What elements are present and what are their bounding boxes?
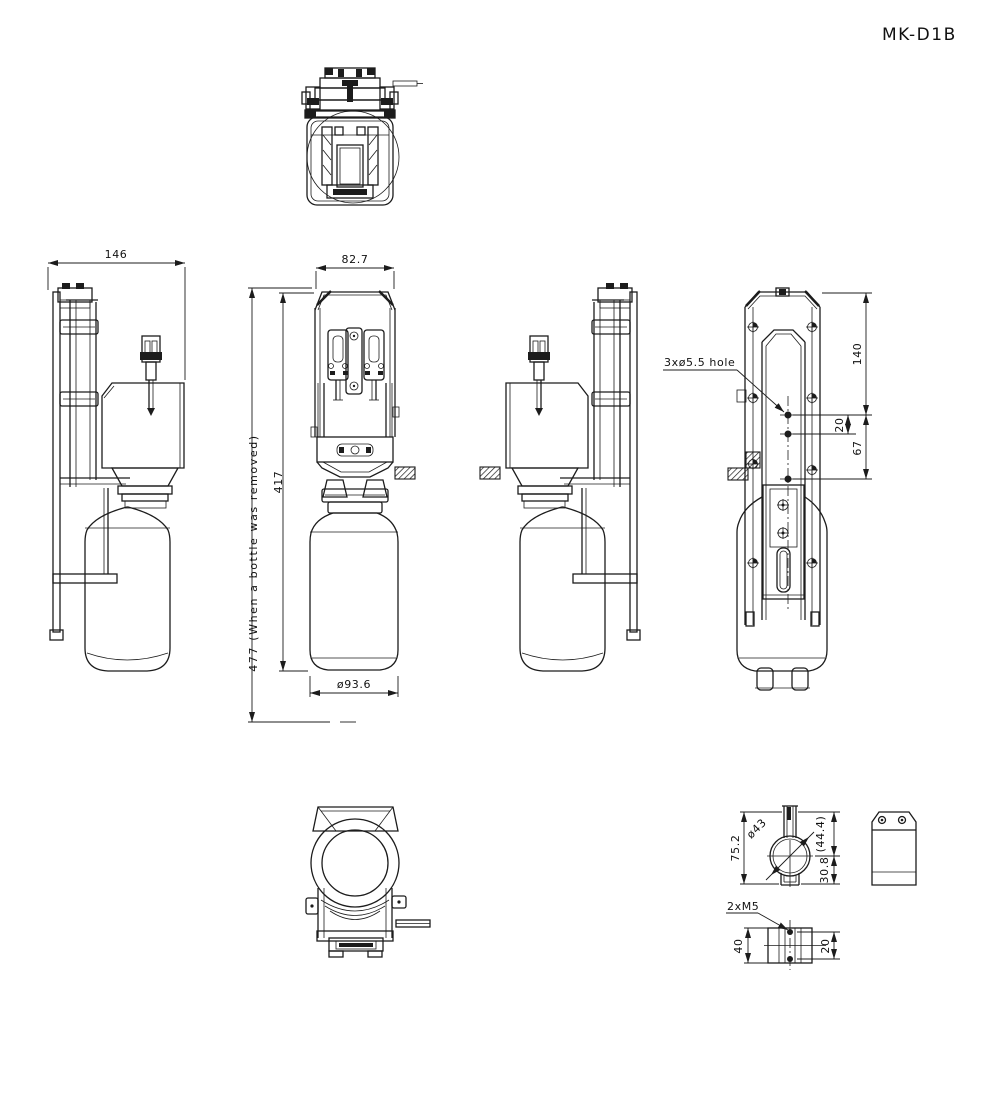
callout-mount-holes: 3xø5.5 hole (663, 356, 785, 413)
dim-back-67-label: 67 (851, 440, 864, 455)
wall-plate (52, 291, 61, 633)
pump-rod (140, 335, 162, 416)
top-view (301, 67, 423, 206)
side-view-right (479, 283, 641, 672)
bottle-front (309, 512, 399, 671)
dim-front-width: 82.7 (315, 253, 395, 289)
top-clamp-knob-left (301, 86, 321, 110)
dim-clamp-lower-offset: 30.8 (818, 856, 837, 884)
dim-side-depth-label: 146 (105, 248, 128, 261)
bracket-slot (776, 547, 791, 593)
back-view: 140 20 67 3xø5.5 hole (663, 287, 872, 691)
lever-back (727, 467, 749, 481)
top-clamp-knob-right (379, 86, 399, 110)
back-bracket (762, 484, 805, 600)
bottle-side-left (84, 506, 171, 672)
top-pin (392, 80, 418, 87)
bottle-back (736, 496, 828, 672)
dim-clamp-lower-offset-label: 30.8 (818, 857, 831, 884)
dim-clamp-thread-pitch-label: 20 (819, 938, 832, 953)
dim-back-20: 20 (833, 415, 851, 434)
dim-back-140-label: 140 (851, 343, 864, 366)
motor-box-right (505, 382, 589, 469)
dim-clamp-thread-pitch: 20 (819, 932, 837, 959)
dim-clamp-block-width-label: 40 (732, 938, 745, 953)
dim-back-67: 67 (851, 415, 869, 479)
callout-thread-label: 2xM5 (727, 900, 759, 913)
dim-clamp-block-width: 40 (732, 928, 751, 963)
lever-side-right (479, 466, 501, 480)
dim-clamp-bore-label: ø43 (744, 816, 769, 841)
clamp-ring-view: ø43 75.2 (44.4) 30.8 (729, 805, 840, 887)
dim-front-overall-height: 477 (When a bottle was removed) (247, 287, 356, 723)
thread-hole-1 (787, 929, 793, 935)
pump-assembly (327, 327, 385, 401)
dim-bottle-diameter: ø93.6 (309, 676, 399, 697)
latch-slot (336, 443, 374, 457)
dim-clamp-upper-offset-label: (44.4) (814, 816, 827, 853)
dim-clamp-height-label: 75.2 (729, 835, 742, 862)
bottle-bottom-circle (310, 818, 400, 908)
wall-plate-right (629, 291, 638, 633)
dim-front-width-label: 82.7 (342, 253, 369, 266)
dim-side-depth: 146 (47, 248, 186, 380)
side-view-left: 146 (47, 248, 186, 672)
dim-front-overall-height-label: 477 (When a bottle was removed) (247, 434, 260, 671)
thread-hole-2 (787, 956, 793, 962)
dim-clamp-height: 75.2 (729, 812, 747, 884)
drawing-title: MK-D1B (882, 25, 957, 45)
dim-back-140: 140 (851, 293, 869, 415)
motor-box (101, 382, 185, 469)
dim-clamp-upper-offset: (44.4) (814, 812, 837, 856)
front-view: 82.7 477 (When a bottle was removed) 417 (247, 253, 416, 723)
dim-back-20-label: 20 (833, 417, 846, 432)
pump-rod-right (528, 335, 550, 416)
lever-front (394, 466, 416, 480)
callout-mount-holes-label: 3xø5.5 hole (664, 356, 735, 369)
top-latch (342, 80, 358, 102)
bottom-view (305, 806, 431, 958)
dim-front-body-height-label: 417 (272, 471, 285, 494)
dim-bottle-diameter-label: ø93.6 (337, 678, 371, 691)
clamp-bottom-view: 2xM5 40 20 (726, 900, 840, 970)
callout-thread: 2xM5 (726, 900, 789, 931)
bottle-side-right (519, 506, 606, 672)
clamp-side-view (871, 811, 917, 886)
dim-front-body-height: 417 (272, 292, 314, 672)
